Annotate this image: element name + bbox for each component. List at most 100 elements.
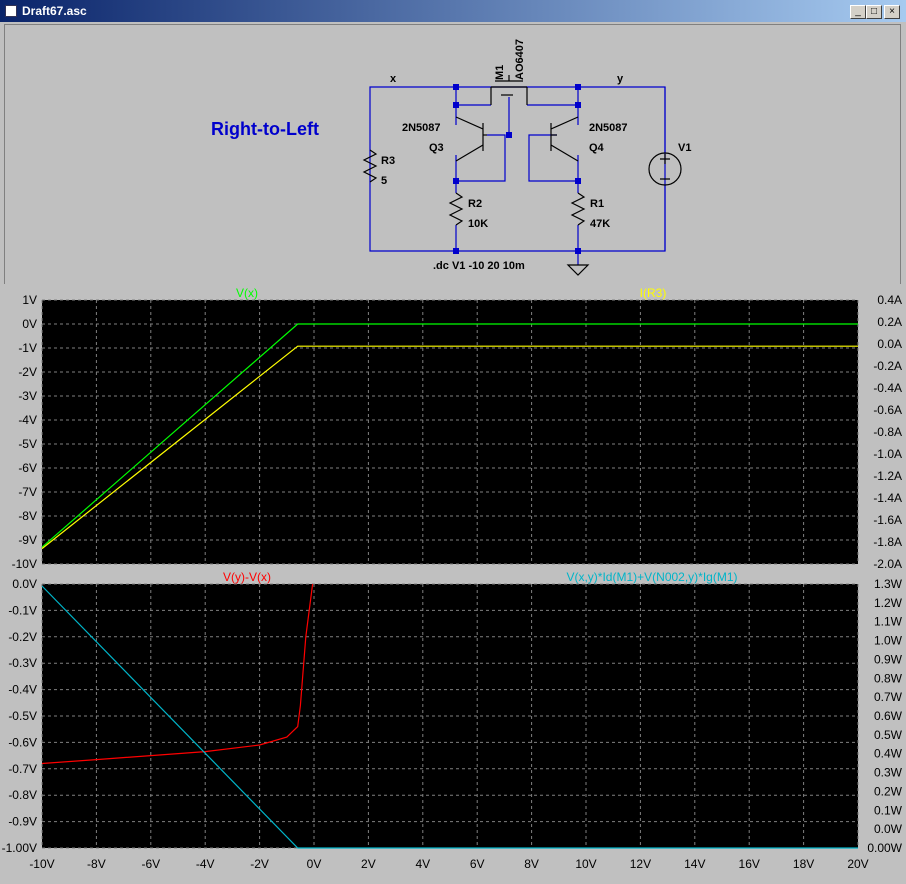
window-titlebar[interactable]: Draft67.asc _ □ × xyxy=(0,0,906,22)
axis-tick-label: -10V xyxy=(12,557,37,571)
axis-tick-label: -0.4V xyxy=(8,683,37,697)
axis-tick-label: -8V xyxy=(18,509,37,523)
junction-dots xyxy=(453,84,581,254)
x-tick-label: -6V xyxy=(141,857,160,871)
axis-tick-label: -0.8V xyxy=(8,788,37,802)
x-tick-label: 2V xyxy=(361,857,376,871)
q3-name: Q3 xyxy=(429,142,444,154)
x-tick-label: 16V xyxy=(739,857,760,871)
close-icon: × xyxy=(889,6,895,17)
r2-value: 10K xyxy=(468,218,488,230)
pane2-left-axis: 0.0V-0.1V-0.2V-0.3V-0.4V-0.5V-0.6V-0.7V-… xyxy=(2,577,37,855)
axis-tick-label: 0.00W xyxy=(867,841,902,855)
v1-name: V1 xyxy=(678,142,691,154)
axis-tick-label: 1.2W xyxy=(874,596,903,610)
pane1-right-axis: 0.4A0.2A0.0A-0.2A-0.4A-0.6A-0.8A-1.0A-1.… xyxy=(873,293,902,571)
trace-label-vx[interactable]: V(x) xyxy=(236,286,258,300)
trace-label-vy-vx[interactable]: V(y)-V(x) xyxy=(223,570,271,584)
trace-line[interactable] xyxy=(41,323,858,548)
axis-tick-label: -0.4A xyxy=(873,381,902,395)
pane2-right-axis: 1.3W1.2W1.1W1.0W0.9W0.8W0.7W0.6W0.5W0.4W… xyxy=(867,577,902,855)
axis-tick-label: -7V xyxy=(18,485,37,499)
axis-tick-label: 0.9W xyxy=(874,652,903,666)
x-tick-label: 12V xyxy=(630,857,651,871)
spice-directive: .dc V1 -10 20 10m xyxy=(433,260,525,272)
axis-tick-label: 0.0A xyxy=(877,337,902,351)
schematic-wires xyxy=(362,86,666,265)
axis-tick-label: 0.1W xyxy=(874,803,903,817)
r1-value: 47K xyxy=(590,218,610,230)
x-tick-label: -8V xyxy=(87,857,106,871)
axis-tick-label: -1.4A xyxy=(873,491,902,505)
axis-tick-label: 1.0W xyxy=(874,634,903,648)
m1-name: M1 xyxy=(494,65,506,80)
axis-tick-label: -0.1V xyxy=(8,603,37,617)
pane1-plot-area[interactable] xyxy=(42,300,858,564)
window-title: Draft67.asc xyxy=(22,4,87,18)
schematic-heading: Right-to-Left xyxy=(211,119,319,139)
r2-name: R2 xyxy=(468,198,482,210)
axis-tick-label: -4V xyxy=(18,413,37,427)
axis-tick-label: -1.2A xyxy=(873,469,902,483)
axis-tick-label: 0.7W xyxy=(874,690,903,704)
bjt-symbols xyxy=(448,75,682,276)
axis-tick-label: -2.0A xyxy=(873,557,902,571)
x-tick-label: 0V xyxy=(307,857,322,871)
axis-tick-label: 0V xyxy=(22,317,37,331)
trace-line[interactable] xyxy=(41,583,314,765)
r3-value: 5 xyxy=(381,175,387,187)
axis-tick-label: -0.2A xyxy=(873,359,902,373)
axis-tick-label: 0.2W xyxy=(874,784,903,798)
m1-model: AO6407 xyxy=(514,39,526,80)
axis-tick-label: -0.6V xyxy=(8,735,37,749)
axis-tick-label: 0.0V xyxy=(12,577,37,591)
axis-tick-label: -1.8A xyxy=(873,535,902,549)
axis-tick-label: -5V xyxy=(18,437,37,451)
r1-name: R1 xyxy=(590,198,604,210)
axis-tick-label: -1.0A xyxy=(873,447,902,461)
x-tick-label: -4V xyxy=(196,857,215,871)
axis-tick-label: -2V xyxy=(18,365,37,379)
trace-label-ir3[interactable]: I(R3) xyxy=(640,286,667,300)
axis-tick-label: -0.2V xyxy=(8,630,37,644)
trace-label-power[interactable]: V(x,y)*Id(M1)+V(N002,y)*Ig(M1) xyxy=(566,570,737,584)
axis-tick-label: -0.3V xyxy=(8,656,37,670)
axis-tick-label: 0.4A xyxy=(877,293,902,307)
net-label-y: y xyxy=(617,73,624,85)
axis-tick-label: 0.3W xyxy=(874,766,903,780)
axis-tick-label: -1V xyxy=(18,341,37,355)
minimize-icon: _ xyxy=(855,6,861,17)
schematic-doc-icon xyxy=(5,5,17,17)
axis-tick-label: -0.8A xyxy=(873,425,902,439)
maximize-button[interactable]: □ xyxy=(866,5,882,19)
x-tick-label: -10V xyxy=(29,857,54,871)
trace-line[interactable] xyxy=(41,345,858,550)
close-button[interactable]: × xyxy=(884,5,900,19)
r3-name: R3 xyxy=(381,155,395,167)
x-tick-label: 18V xyxy=(793,857,814,871)
trace-line[interactable] xyxy=(41,585,858,849)
schematic-pane[interactable]: Right-to-Left x y M1 AO6407 2N5087 Q3 2N… xyxy=(4,24,901,285)
net-label-x: x xyxy=(390,73,397,85)
q3-model: 2N5087 xyxy=(402,122,441,134)
axis-tick-label: 1.1W xyxy=(874,615,903,629)
axis-tick-label: -6V xyxy=(18,461,37,475)
schematic-canvas[interactable]: Right-to-Left x y M1 AO6407 2N5087 Q3 2N… xyxy=(5,25,900,284)
axis-tick-label: 0.2A xyxy=(877,315,902,329)
axis-tick-label: -0.5V xyxy=(8,709,37,723)
axis-tick-label: 0.5W xyxy=(874,728,903,742)
maximize-icon: □ xyxy=(870,6,878,17)
x-tick-label: -2V xyxy=(250,857,269,871)
axis-tick-label: -3V xyxy=(18,389,37,403)
minimize-button[interactable]: _ xyxy=(850,5,866,19)
pane2-grid xyxy=(41,583,859,849)
x-tick-label: 6V xyxy=(470,857,485,871)
q4-name: Q4 xyxy=(589,142,605,154)
axis-tick-label: -1.6A xyxy=(873,513,902,527)
axis-tick-label: 1V xyxy=(22,293,37,307)
axis-tick-label: 0.6W xyxy=(874,709,903,723)
